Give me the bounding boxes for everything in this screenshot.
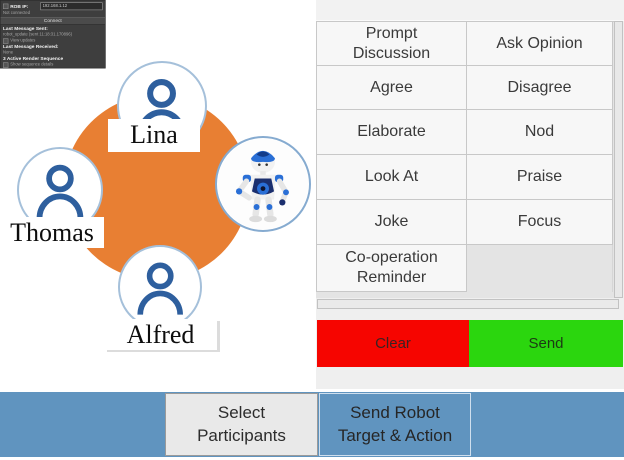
view-updates-checkbox[interactable] bbox=[3, 38, 9, 44]
action-button-joke[interactable]: Joke bbox=[317, 200, 467, 245]
person-icon bbox=[137, 262, 183, 315]
participant-label-lina: Lina bbox=[108, 119, 200, 152]
action-grid: Prompt Discussion Ask Opinion Agree Disa… bbox=[316, 21, 614, 292]
sequence-option-checkbox[interactable] bbox=[3, 62, 9, 68]
horizontal-scrollbar[interactable] bbox=[317, 299, 619, 309]
action-button-cooperation-reminder[interactable]: Co-operation Reminder bbox=[317, 245, 467, 292]
action-button-disagree[interactable]: Disagree bbox=[467, 66, 613, 110]
action-button-praise[interactable]: Praise bbox=[467, 155, 613, 200]
last-sent-label: Last Message Sent: bbox=[3, 25, 48, 32]
action-button-look-at[interactable]: Look At bbox=[317, 155, 467, 200]
participant-avatar-alfred[interactable] bbox=[118, 245, 202, 329]
last-sent-value: robot_update (sent 11:18:31.170896) bbox=[3, 32, 73, 37]
participant-label-thomas: Thomas bbox=[0, 217, 104, 248]
select-participants-line1: Select bbox=[217, 402, 266, 422]
action-button-elaborate[interactable]: Elaborate bbox=[317, 110, 467, 155]
sequence-option-label: Show sequence details bbox=[10, 62, 54, 67]
bottom-toolbar: Select Participants Send Robot Target & … bbox=[0, 392, 624, 457]
action-grid-empty-cell bbox=[467, 245, 613, 292]
last-received-label: Last Message Received: bbox=[3, 43, 59, 50]
action-button-focus[interactable]: Focus bbox=[467, 200, 613, 245]
send-robot-line1: Send Robot bbox=[350, 402, 440, 422]
send-button[interactable]: Send bbox=[469, 320, 623, 367]
connection-debug-panel: ROB IP: 192.168.1.12 Not connected Conne… bbox=[0, 0, 106, 69]
ip-label: ROB IP: bbox=[10, 3, 29, 9]
sequence-label: 3 Active Render Sequence bbox=[3, 55, 64, 62]
last-received-value: None bbox=[3, 50, 14, 55]
person-icon bbox=[36, 164, 84, 219]
clear-button[interactable]: Clear bbox=[317, 320, 469, 367]
action-button-agree[interactable]: Agree bbox=[317, 66, 467, 110]
select-participants-line2: Participants bbox=[197, 425, 286, 445]
action-button-nod[interactable]: Nod bbox=[467, 110, 613, 155]
robot-avatar bbox=[215, 136, 311, 232]
select-participants-button[interactable]: Select Participants bbox=[165, 393, 318, 456]
send-robot-target-action-button[interactable]: Send Robot Target & Action bbox=[319, 393, 471, 456]
view-updates-label: View updates bbox=[10, 38, 36, 43]
action-button-prompt-discussion[interactable]: Prompt Discussion bbox=[317, 22, 467, 66]
participant-label-alfred: Alfred bbox=[104, 319, 217, 350]
ip-checkbox[interactable] bbox=[3, 3, 9, 9]
send-robot-line2: Target & Action bbox=[337, 425, 453, 445]
connection-status: Not connected bbox=[3, 10, 31, 16]
ip-input[interactable]: 192.168.1.12 bbox=[40, 2, 103, 11]
action-grid-header-strip bbox=[316, 0, 624, 21]
action-panel: Prompt Discussion Ask Opinion Agree Disa… bbox=[316, 0, 624, 389]
vertical-scrollbar[interactable] bbox=[614, 21, 623, 298]
action-button-ask-opinion[interactable]: Ask Opinion bbox=[467, 22, 613, 66]
action-grid-scroll-area: Prompt Discussion Ask Opinion Agree Disa… bbox=[316, 21, 614, 298]
connect-button[interactable]: Connect bbox=[0, 17, 106, 25]
nao-robot-icon bbox=[217, 138, 309, 230]
